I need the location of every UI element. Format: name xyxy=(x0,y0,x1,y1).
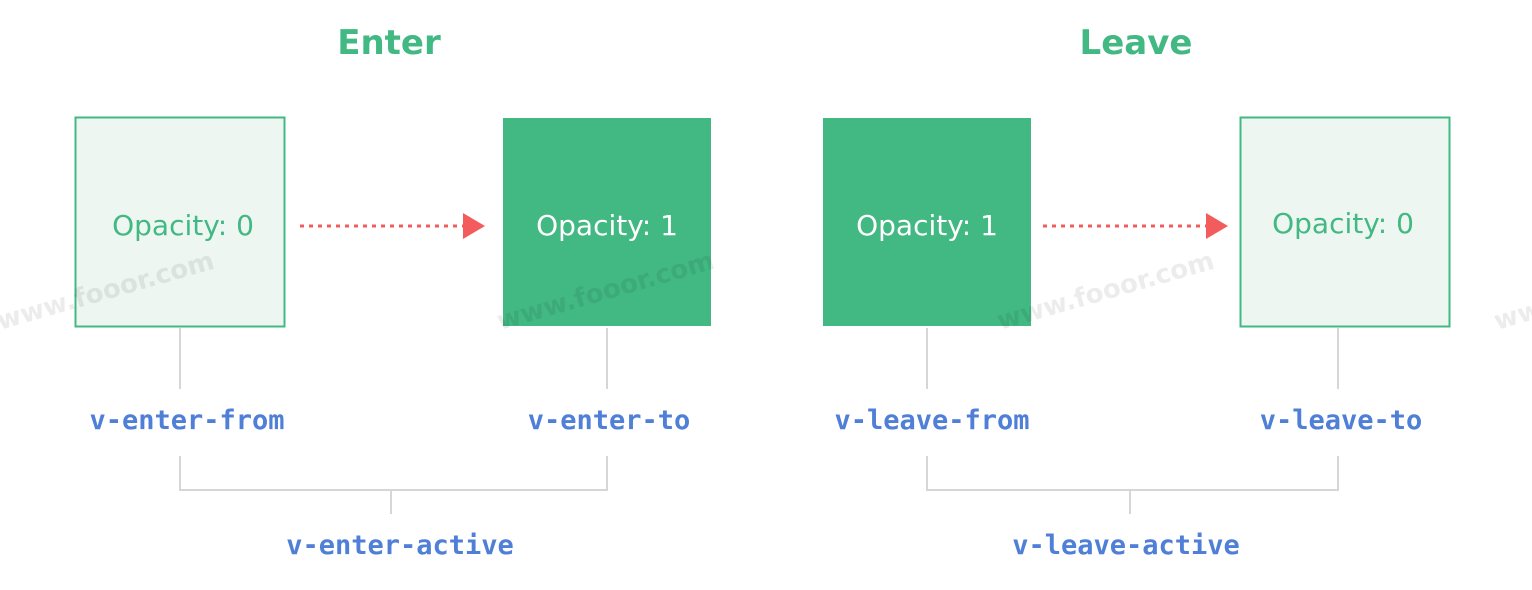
leave-section: Leave Opacity: 1 Opacity: 0 v-leave-from… xyxy=(823,23,1451,561)
enter-to-box xyxy=(503,118,711,326)
leave-from-box xyxy=(823,118,1031,326)
enter-connectors xyxy=(179,328,608,514)
leave-to-box-label: Opacity: 0 xyxy=(1272,207,1414,240)
enter-transition-arrow xyxy=(300,213,485,239)
enter-from-box-label: Opacity: 0 xyxy=(112,209,254,242)
leave-title: Leave xyxy=(1080,23,1193,63)
enter-from-box xyxy=(74,116,286,328)
leave-transition-arrow xyxy=(1043,213,1228,239)
leave-to-class: v-leave-to xyxy=(1260,405,1423,436)
enter-section: Enter Opacity: 0 Opacity: 1 v-enter-from… xyxy=(74,23,711,561)
enter-to-class: v-enter-to xyxy=(528,405,691,436)
enter-to-box-label: Opacity: 1 xyxy=(536,209,678,242)
leave-connectors xyxy=(926,328,1339,514)
enter-from-class: v-enter-from xyxy=(89,405,284,436)
enter-active-class: v-enter-active xyxy=(286,530,514,561)
leave-active-class: v-leave-active xyxy=(1012,530,1240,561)
leave-from-class: v-leave-from xyxy=(834,405,1029,436)
leave-to-box xyxy=(1239,116,1451,328)
enter-title: Enter xyxy=(337,23,441,63)
leave-from-box-label: Opacity: 1 xyxy=(856,209,998,242)
watermark-text: www.fooor.com xyxy=(1491,246,1532,337)
